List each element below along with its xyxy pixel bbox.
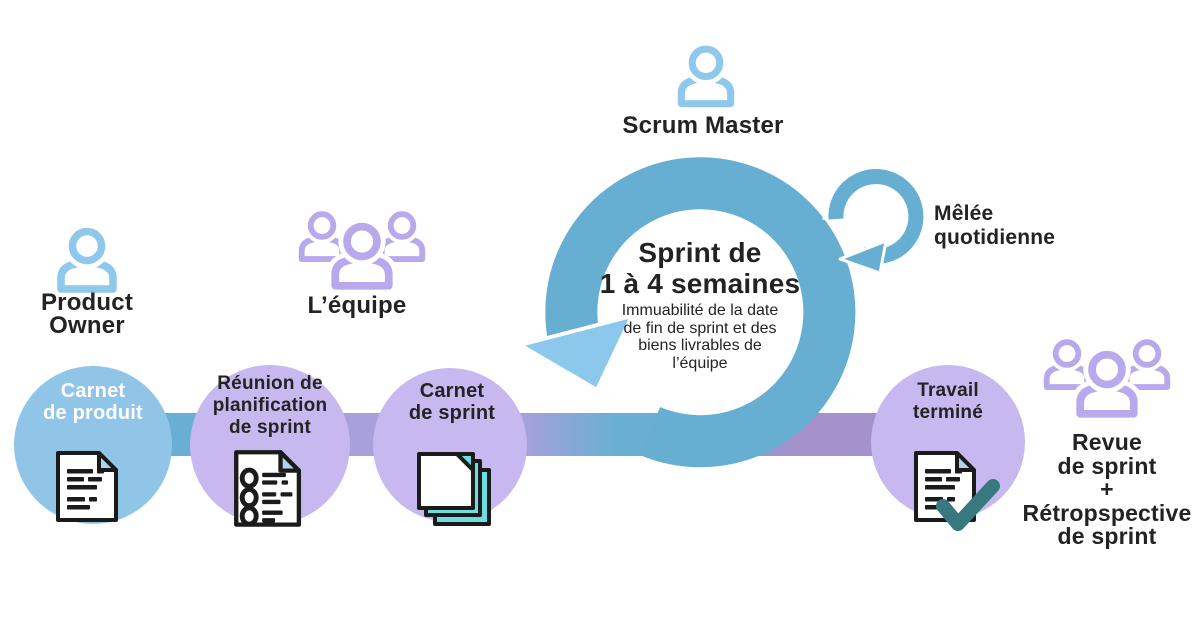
stage-label-carnet-de-produit: Carnet de produit bbox=[43, 380, 143, 424]
stage-label-travail-termine: Travail terminé bbox=[912, 380, 984, 423]
document-check-icon bbox=[914, 451, 1000, 531]
stage-label-reunion-planification: Réunion de planification de sprint bbox=[212, 373, 328, 438]
stage-circle-travail-termine bbox=[871, 365, 1025, 519]
product-owner-person-icon bbox=[61, 232, 113, 290]
team-people-group-icon bbox=[302, 214, 423, 286]
sprint-loop-inner-disc bbox=[596, 208, 804, 416]
document-icon bbox=[56, 451, 118, 522]
checkmark-icon bbox=[936, 479, 1000, 531]
sprint-review-label: Revue de sprint + Rétropspective de spri… bbox=[1022, 429, 1192, 549]
daily-cycle-arrowhead-icon bbox=[838, 239, 888, 275]
product-owner-label: Product Owner bbox=[40, 289, 134, 339]
scrum-master-person-icon bbox=[681, 49, 730, 104]
stage-circle-carnet-de-produit bbox=[14, 366, 172, 524]
stage-label-carnet-de-sprint: Carnet de sprint bbox=[408, 380, 496, 424]
stage-circle-reunion-planification bbox=[190, 365, 350, 525]
stacked-pages-icon bbox=[417, 452, 491, 526]
checklist-document-icon bbox=[236, 452, 299, 524]
daily-meeting-label: Mêlée quotidienne bbox=[934, 202, 1056, 249]
daily-cycle-arrow-icon bbox=[828, 169, 924, 264]
scrum-master-label: Scrum Master bbox=[622, 112, 784, 139]
review-people-group-icon bbox=[1047, 342, 1168, 414]
sprint-loop-icon bbox=[545, 157, 856, 468]
sprint-loop-arrowhead-icon bbox=[518, 314, 634, 392]
sprint-description: Immuabilité de la date de fin de sprint … bbox=[621, 302, 779, 372]
team-label: L’équipe bbox=[307, 292, 407, 319]
sprint-duration-title: Sprint de 1 à 4 semaines bbox=[599, 237, 801, 299]
